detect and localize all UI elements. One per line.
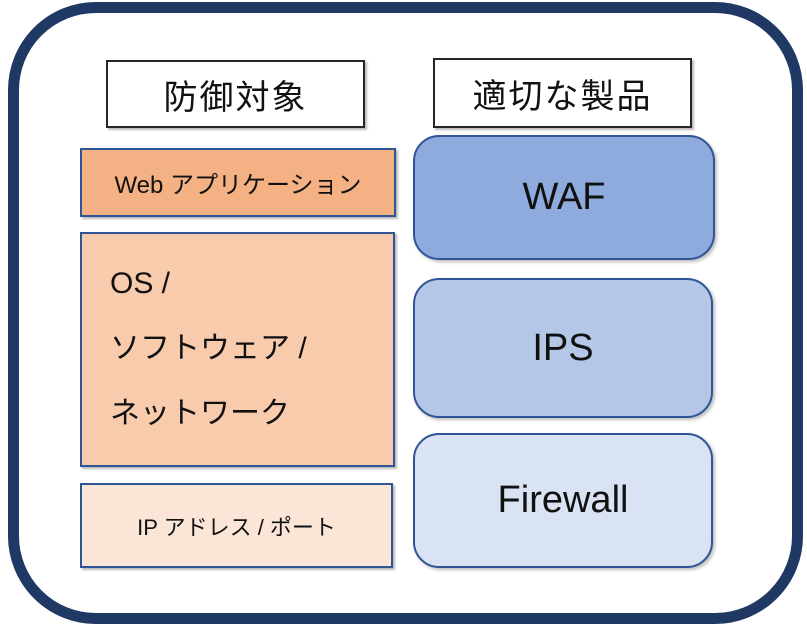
column-header-appropriate-product: 適切な製品 [433, 58, 692, 128]
product-firewall-box: Firewall [413, 433, 713, 568]
os-line: OS / [110, 267, 171, 301]
target-web-application-box: Web アプリケーション [80, 148, 396, 217]
network-line: ネットワーク [110, 396, 290, 430]
software-line: ソフトウェア / [110, 331, 307, 365]
target-ip-address-port-box: IP アドレス / ポート [80, 483, 393, 568]
target-os-software-network-box: OS / ソフトウェア / ネットワーク [80, 232, 395, 467]
product-ips-box: IPS [413, 278, 713, 418]
column-header-defense-target: 防御対象 [106, 60, 365, 128]
outer-rounded-frame [8, 2, 803, 624]
product-waf-box: WAF [413, 135, 715, 260]
